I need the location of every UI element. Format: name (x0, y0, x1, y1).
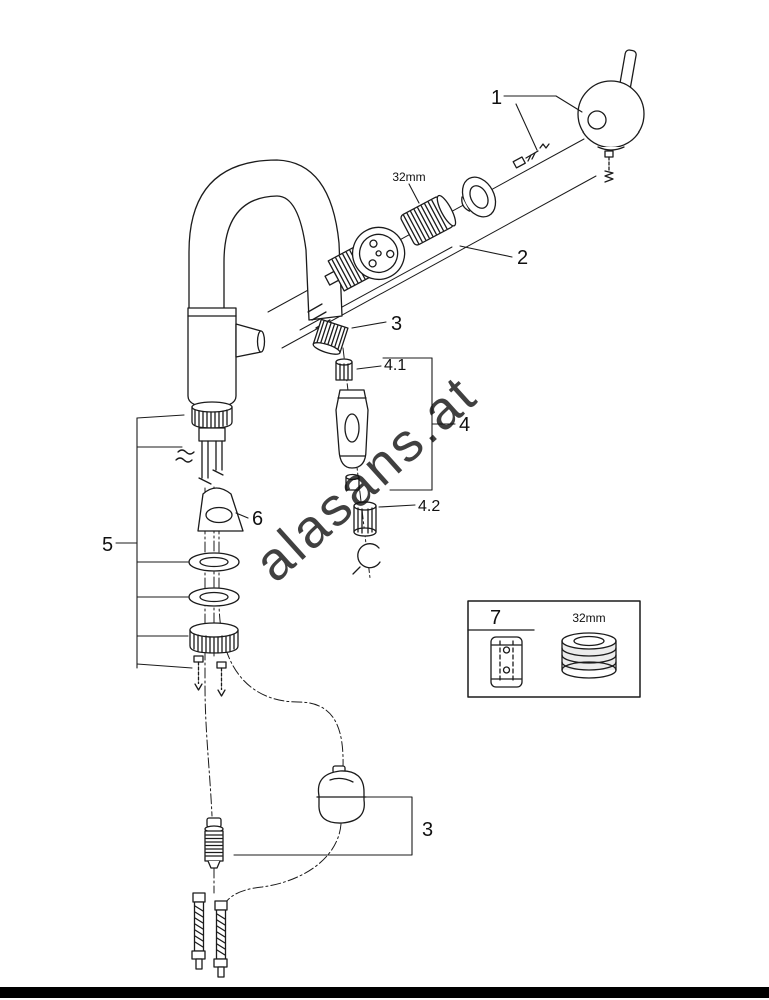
cartridge (324, 226, 406, 292)
mounting-tool (490, 636, 523, 688)
mounting-parts (188, 552, 240, 697)
size-label-ring: 32mm (572, 611, 605, 625)
mounting-shank (175, 401, 233, 485)
threaded-cap (400, 194, 457, 246)
faucet-body (187, 159, 343, 408)
retaining-ring (461, 176, 497, 218)
bracket-part (197, 487, 244, 532)
size-label-cap: 32mm (392, 170, 425, 184)
part-label-4-2: 4.2 (418, 498, 440, 515)
hose-nipple (335, 358, 353, 381)
spray-head (335, 389, 369, 469)
footer-bar (0, 987, 769, 998)
part-label-1: 1 (491, 87, 502, 109)
part-label-5: 5 (102, 534, 113, 556)
accessory-box (467, 600, 641, 698)
handle-screw-set (512, 143, 550, 169)
leader-lines (115, 95, 583, 856)
part-label-3-hose: 3 (422, 819, 433, 841)
part-label-2: 2 (517, 247, 528, 269)
part-label-4: 4 (459, 414, 470, 436)
supply-hoses (191, 892, 228, 978)
spout-dock (312, 318, 349, 355)
hose-connector (204, 817, 224, 869)
hose-weight (316, 765, 367, 824)
adapter-ring-32mm (561, 632, 617, 679)
handle-assembly (577, 49, 645, 183)
check-valve-parts (345, 473, 381, 575)
part-label-7: 7 (490, 607, 501, 629)
part-label-4-1: 4.1 (384, 357, 406, 374)
part-label-3-spout: 3 (391, 313, 402, 335)
part-label-6: 6 (252, 508, 263, 530)
